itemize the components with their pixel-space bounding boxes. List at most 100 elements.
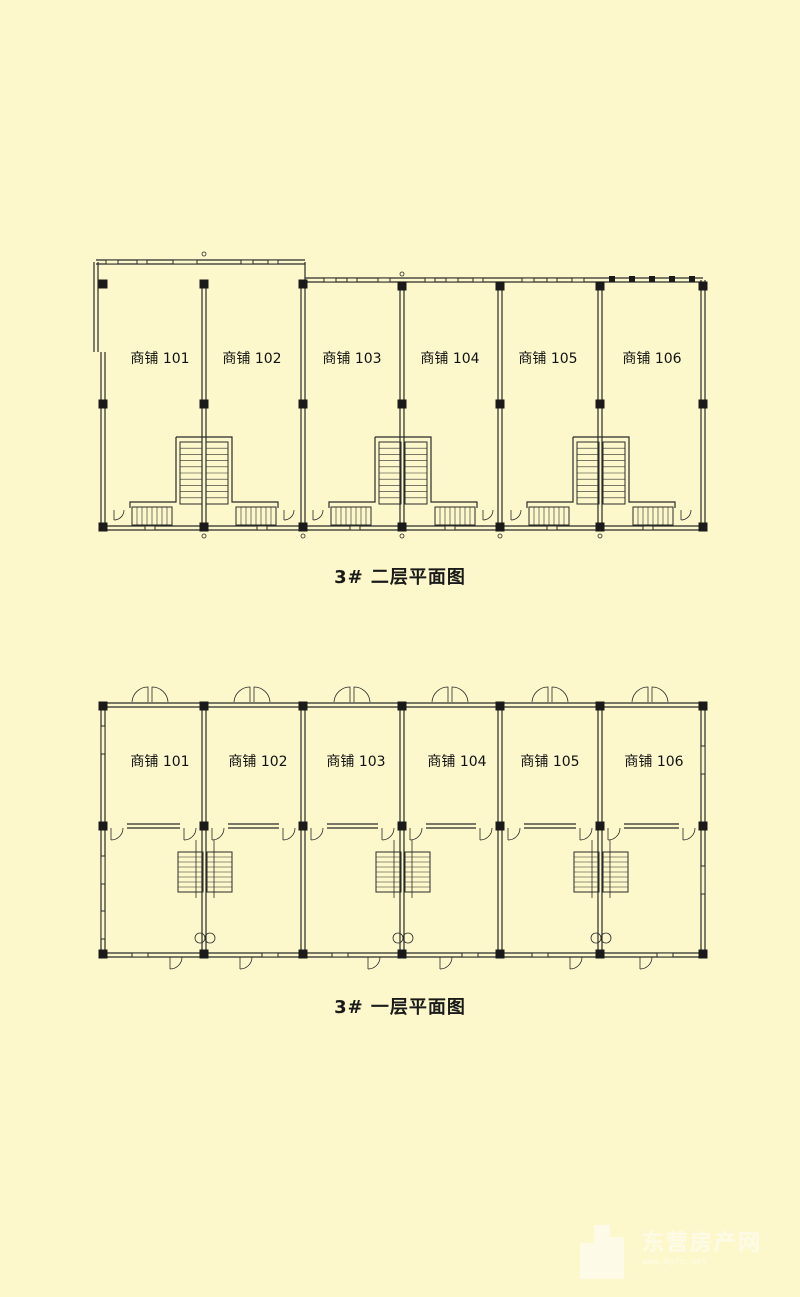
meter-icon [600,932,612,944]
window [700,865,706,895]
window [346,277,358,283]
column [595,399,605,409]
stair-wall [129,436,279,508]
door-swing [607,827,621,841]
column [495,522,505,532]
column [199,701,209,711]
window [261,952,279,958]
column [495,281,505,291]
column [98,522,108,532]
column [397,701,407,711]
door-swing [367,956,381,970]
double-door [431,686,469,703]
axis-marker [201,251,207,257]
axis-marker [399,271,405,277]
door-swing [110,827,124,841]
column [595,701,605,711]
watermark-logo: 东营房产网 www.dyfc.net [576,1217,786,1287]
column [397,821,407,831]
meter-icon [590,932,602,944]
axis-marker [201,533,207,539]
window [472,277,484,283]
column [298,949,308,959]
window [445,277,459,283]
column [397,949,407,959]
column [199,522,209,532]
door-swing [439,956,453,970]
window [377,277,391,283]
door-swing [482,509,494,521]
window [424,277,436,283]
door-swing [283,509,295,521]
shop-label: 商铺 103 [322,351,381,367]
window [240,259,254,265]
door-swing [680,509,692,521]
stair-arrow [195,840,215,898]
column [595,522,605,532]
column [649,276,655,282]
stair-wall [328,436,478,508]
stair-arrow [591,840,611,898]
column [495,949,505,959]
column [199,821,209,831]
door-swing [310,827,324,841]
window [642,525,654,531]
axis-marker [399,533,405,539]
door-swing [381,827,395,841]
window [349,525,361,531]
window [323,277,337,283]
double-door [531,686,569,703]
window [100,855,106,885]
window [267,259,279,265]
meter-icon [204,932,216,944]
meter-icon [402,932,414,944]
meter-icon [194,932,206,944]
column [698,399,708,409]
column [698,949,708,959]
column [98,399,108,409]
shop-label: 商铺 106 [624,754,683,770]
window [331,952,349,958]
window [172,259,198,265]
meter-icon [392,932,404,944]
window [144,525,156,531]
door-swing [183,827,197,841]
column [595,821,605,831]
door-swing [682,827,696,841]
double-door [631,686,669,703]
window [444,525,456,531]
column [629,276,635,282]
door-swing [409,827,423,841]
door-swing [579,827,593,841]
window [531,952,549,958]
column [595,949,605,959]
window [105,259,119,265]
shop-label: 商铺 101 [130,754,189,770]
column [595,281,605,291]
window [100,910,106,940]
column [298,522,308,532]
column [98,701,108,711]
column [698,821,708,831]
door-swing [507,827,521,841]
column [98,949,108,959]
shop-label: 商铺 102 [222,351,281,367]
shop-label: 商铺 103 [326,754,385,770]
window [461,952,479,958]
window [546,277,558,283]
column [609,276,615,282]
shop-label: 商铺 105 [518,351,577,367]
double-door [233,686,271,703]
column [397,522,407,532]
column [669,276,675,282]
door-swing [312,509,324,521]
column [698,522,708,532]
shop-label: 商铺 105 [520,754,579,770]
window [656,952,674,958]
door-swing [211,827,225,841]
window [136,259,148,265]
column [199,279,209,289]
door-swing [113,509,125,521]
